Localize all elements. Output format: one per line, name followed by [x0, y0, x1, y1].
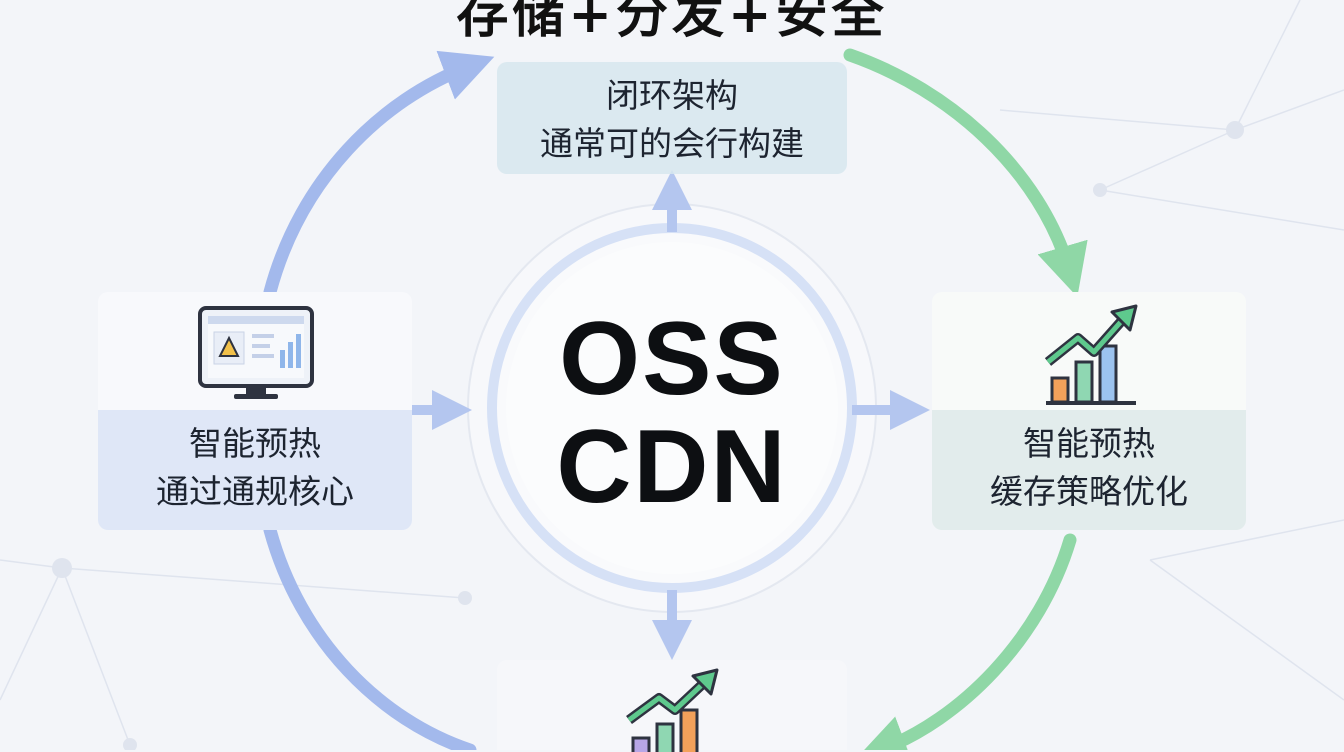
ring-arc-left-bottom	[263, 523, 477, 750]
node-right-line2: 缓存策略优化	[990, 472, 1188, 511]
ring-arc-top-right	[843, 48, 1088, 297]
center-line1: OSS	[559, 301, 785, 417]
node-top: 闭环架构 通常可的会行构建	[497, 62, 847, 174]
node-right-label: 智能预热 缓存策略优化	[932, 410, 1246, 530]
node-left-line2: 通过通规核心	[156, 472, 354, 511]
center-line2: CDN	[556, 409, 788, 525]
node-top-line1: 闭环架构	[606, 76, 738, 115]
ring-arc-left-top	[263, 50, 495, 299]
diagram-title: 存储+分发+安全	[456, 0, 888, 45]
node-top-line2: 通常可的会行构建	[540, 124, 804, 163]
center-label: OSS CDN	[472, 305, 872, 521]
node-left: 智能预热 通过通规核心	[98, 292, 412, 530]
monitor-dashboard-icon	[198, 306, 314, 399]
node-right-line1: 智能预热	[1023, 424, 1155, 463]
growth-chart-icon	[626, 668, 719, 752]
node-left-label: 智能预热 通过通规核心	[98, 410, 412, 530]
node-bottom	[497, 660, 847, 752]
ring-arc-right-bottom	[855, 533, 1077, 750]
node-left-line1: 智能预热	[189, 424, 321, 463]
growth-chart-icon	[1044, 304, 1138, 405]
node-right: 智能预热 缓存策略优化	[932, 292, 1246, 530]
